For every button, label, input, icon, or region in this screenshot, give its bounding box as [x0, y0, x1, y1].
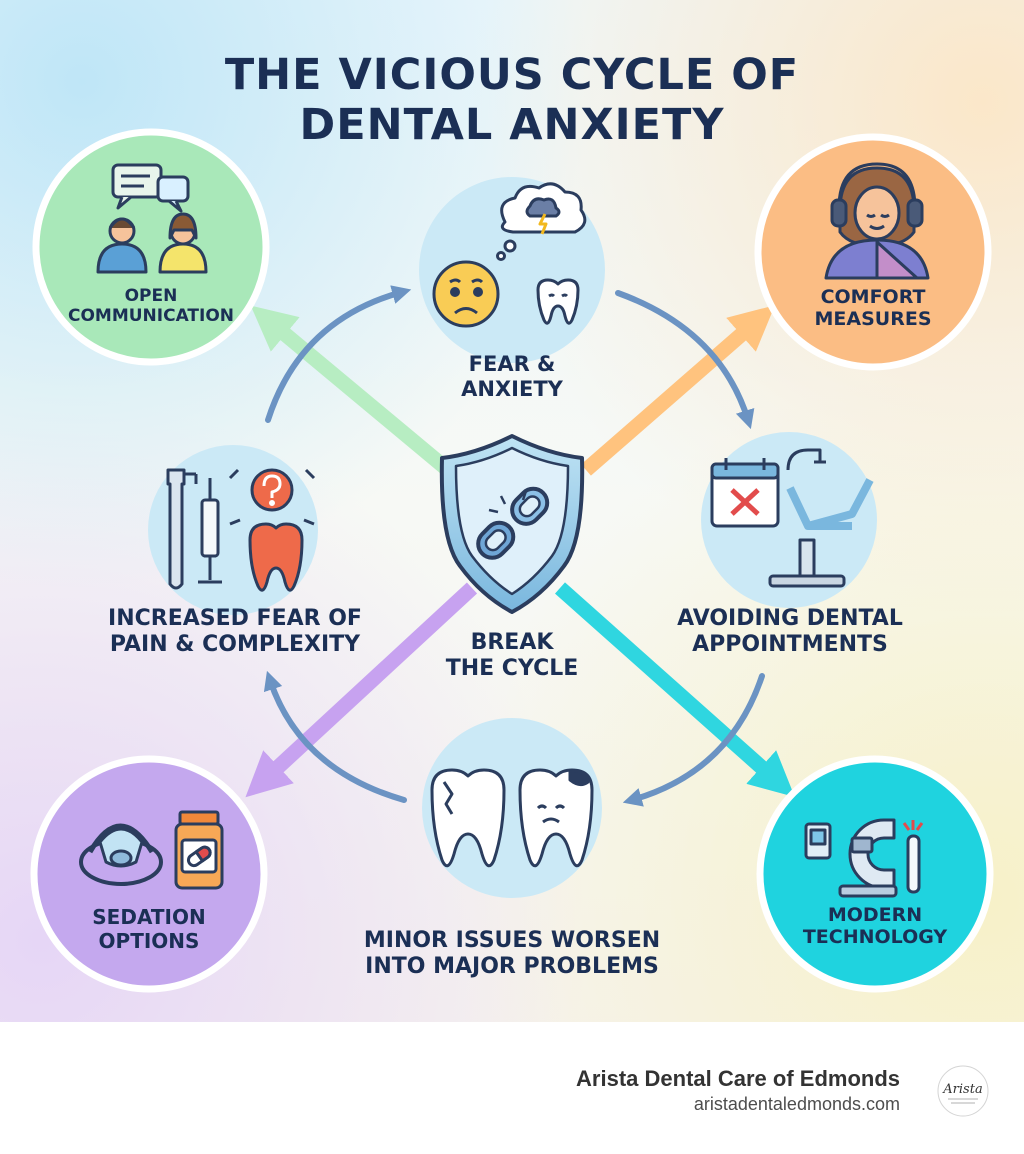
- label-technology: MODERN TECHNOLOGY: [790, 904, 960, 949]
- label-center: BREAK THE CYCLE: [432, 630, 592, 682]
- label-avoiding-line2: APPOINTMENTS: [692, 631, 888, 657]
- solution-arrows: [245, 305, 795, 798]
- label-center-line2: THE CYCLE: [445, 655, 579, 681]
- shield-broken-chain-icon: [439, 434, 585, 614]
- label-communication-line1: OPEN: [124, 286, 178, 306]
- arrow-to-comfort: [581, 305, 775, 476]
- infographic: THE VICIOUS CYCLE OF DENTAL ANXIETY: [0, 0, 1024, 1022]
- communication-circle: [32, 128, 270, 366]
- label-sedation: SEDATION OPTIONS: [69, 905, 229, 953]
- label-sedation-line1: SEDATION: [92, 905, 206, 929]
- scanner-device-icon: [804, 818, 924, 898]
- title-line-2: DENTAL ANXIETY: [299, 100, 725, 150]
- worried-face-tooth-icon: [432, 182, 587, 328]
- label-minor-line1: MINOR ISSUES WORSEN: [363, 928, 661, 953]
- label-increased-line1: INCREASED FEAR OF: [108, 606, 362, 631]
- label-communication-line2: COMMUNICATION: [67, 306, 235, 327]
- cycle-arrows: [263, 285, 765, 807]
- label-comfort: COMFORT MEASURES: [793, 286, 953, 331]
- label-increased-line2: PAIN & COMPLEXITY: [109, 631, 361, 657]
- label-technology-line2: TECHNOLOGY: [802, 926, 948, 949]
- label-fear-line1: FEAR &: [468, 352, 556, 376]
- cycle-diagram: [30, 128, 990, 993]
- label-center-line1: BREAK: [470, 630, 554, 655]
- arrow-minor-to-increased: [263, 670, 407, 803]
- logo-signature-text: Arista: [942, 1082, 982, 1097]
- footer: Arista Dental Care of Edmonds aristadent…: [0, 1022, 1024, 1154]
- label-fear-line2: ANXIETY: [461, 376, 563, 401]
- label-minor: MINOR ISSUES WORSEN INTO MAJOR PROBLEMS: [342, 928, 682, 980]
- arrow-avoiding-to-minor: [622, 673, 765, 807]
- label-communication: OPEN COMMUNICATION: [66, 286, 236, 326]
- arrow-to-sedation: [245, 582, 478, 798]
- mask-pill-bottle-icon: [79, 810, 224, 890]
- label-sedation-line2: OPTIONS: [98, 928, 200, 953]
- footer-website-link[interactable]: aristadentaledmonds.com: [693, 1094, 900, 1114]
- label-avoiding: AVOIDING DENTAL APPOINTMENTS: [650, 606, 930, 658]
- dental-tools-question-icon: [166, 468, 316, 592]
- title-line-1: THE VICIOUS CYCLE OF: [224, 50, 800, 100]
- speech-bubbles-people-icon: [96, 163, 208, 274]
- sedation-circle: [30, 755, 268, 993]
- arrow-increased-to-fear: [265, 285, 412, 423]
- damaged-teeth-icon: [430, 768, 594, 868]
- arrow-to-communication: [250, 305, 453, 476]
- arrow-to-technology: [555, 582, 795, 797]
- label-minor-line2: INTO MAJOR PROBLEMS: [365, 953, 659, 979]
- label-comfort-line1: COMFORT: [820, 286, 926, 308]
- label-increased: INCREASED FEAR OF PAIN & COMPLEXITY: [90, 606, 380, 658]
- arista-signature-logo-icon: Arista: [937, 1065, 989, 1117]
- headphones-blanket-icon: [824, 162, 930, 280]
- label-avoiding-line1: AVOIDING DENTAL: [677, 606, 903, 631]
- minor-circle: [422, 718, 602, 898]
- footer-practice-name: Arista Dental Care of Edmonds: [576, 1066, 900, 1091]
- label-fear: FEAR & ANXIETY: [432, 352, 592, 402]
- label-comfort-line2: MEASURES: [814, 308, 932, 331]
- label-technology-line1: MODERN: [827, 904, 923, 926]
- calendar-dental-chair-icon: [710, 448, 874, 588]
- arrow-fear-to-avoiding: [615, 290, 755, 430]
